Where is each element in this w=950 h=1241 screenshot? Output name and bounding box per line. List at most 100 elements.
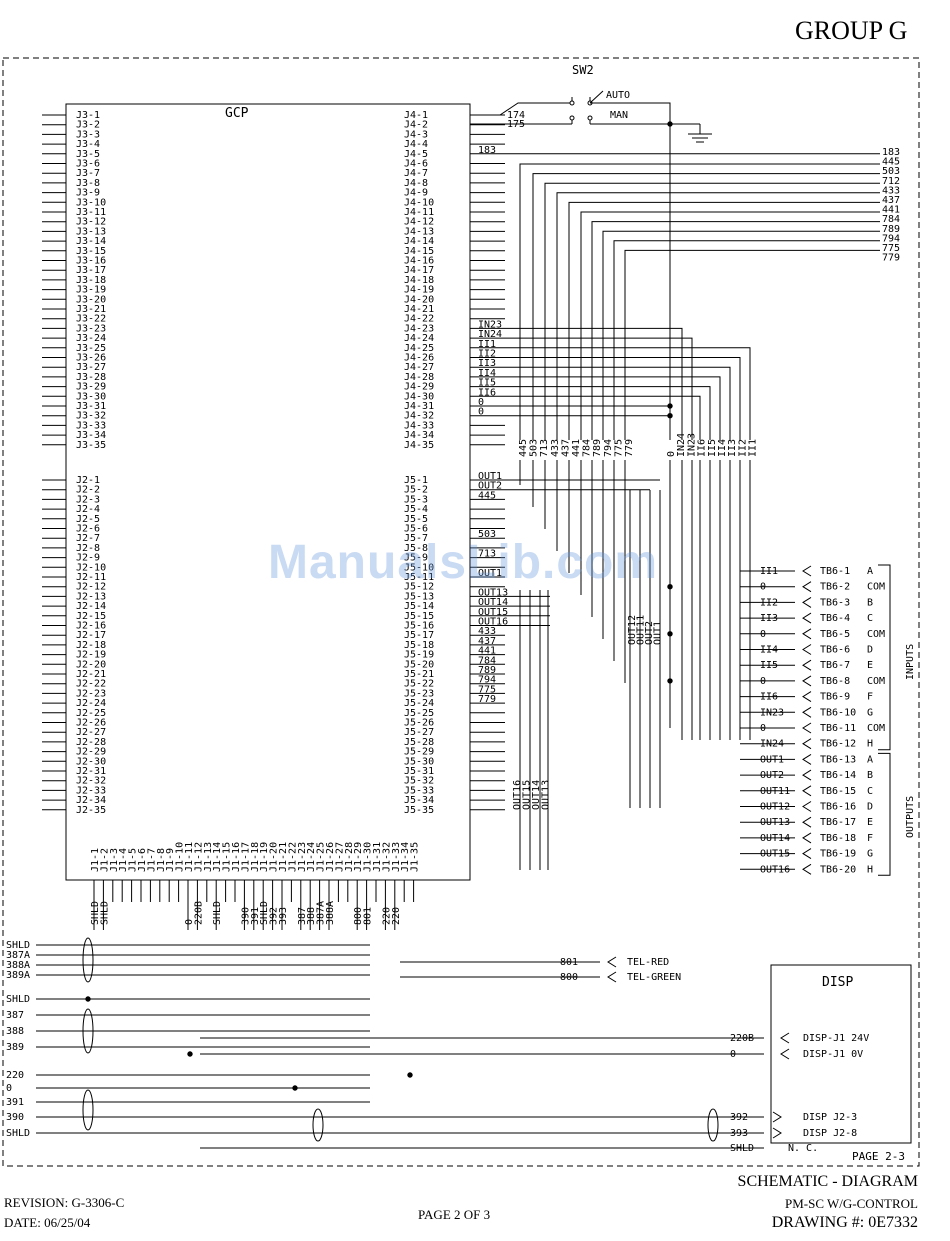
wire-label-j5: 789 [478, 665, 496, 676]
tb6-terminal: TB6-19 [820, 849, 856, 860]
wire-label-j1: 393 [278, 907, 289, 925]
switch-contact [569, 115, 575, 121]
pin-label-j1: J1-7 [146, 848, 157, 872]
bus-label: IN23 [686, 433, 697, 457]
pin-label-j5: J5-27 [404, 727, 434, 738]
pin-label-j3: J3-35 [76, 440, 106, 451]
wire [499, 102, 572, 116]
pin-label-j3: J3-4 [76, 139, 100, 150]
tb6-wire: OUT16 [760, 864, 790, 875]
pin-label-j5: J5-3 [404, 494, 428, 505]
pin-label-j4: J4-25 [404, 343, 434, 354]
pin-label-j2: J2-22 [76, 679, 106, 690]
inputs-label: INPUTS [905, 644, 916, 680]
pin-label-j5: J5-5 [404, 514, 428, 525]
pin-label-j3: J3-34 [76, 430, 106, 441]
tb6-terminal: TB6-20 [820, 864, 856, 875]
wire-label-j4: IN23 [478, 319, 502, 330]
page-code: PAGE 2-3 [852, 1150, 905, 1163]
wire-label-j4: II3 [478, 358, 496, 369]
wire-label-j5: 441 [478, 646, 496, 657]
pin-label-j2: J2-7 [76, 533, 100, 544]
pin-label-j5: J5-35 [404, 805, 434, 816]
wire-label-j1: SHLD [99, 901, 110, 925]
pin-label-j1: J1-24 [306, 842, 317, 872]
left-cable-label: SHLD [6, 940, 30, 951]
right-wire-label: 441 [882, 205, 900, 216]
pin-label-j4: J4-14 [404, 236, 434, 247]
wire-label-j1: 220B [193, 901, 204, 925]
pin-label-j5: J5-12 [404, 582, 434, 593]
wire [505, 327, 683, 440]
wire-label-j1: 801 [363, 907, 374, 925]
pin-label-j1: J1-16 [231, 842, 242, 872]
bus-label: 779 [624, 439, 635, 457]
tb6-signal: COM [867, 629, 885, 640]
tb6-wire: 0 [760, 676, 766, 687]
junction-dot [667, 584, 673, 590]
bus-label: 437 [560, 439, 571, 457]
bus-label: 441 [571, 439, 582, 457]
connector-chevron [802, 675, 812, 687]
pin-label-j5: J5-29 [404, 747, 434, 758]
pin-label-j1: J1-10 [175, 842, 186, 872]
junction-dot [667, 631, 673, 637]
pin-label-j1: J1-29 [353, 842, 364, 872]
out-bus-label: OUT15 [522, 780, 533, 810]
wire-label-j4: 0 [478, 397, 484, 408]
wire [624, 249, 880, 440]
left-cable-label: 389A [6, 970, 30, 981]
pin-label-j3: J3-16 [76, 256, 106, 267]
wire [505, 357, 741, 440]
schematic-title: SCHEMATIC - DIAGRAM [737, 1173, 918, 1190]
connector-chevron [802, 753, 812, 765]
right-wire-label: 794 [882, 233, 900, 244]
tb6-wire: OUT13 [760, 817, 790, 828]
pin-label-j4: J4-27 [404, 362, 434, 373]
shield-twist [312, 1108, 324, 1142]
tb6-signal: D [867, 645, 873, 656]
pin-label-j5: J5-9 [404, 553, 428, 564]
wire-label-j4: 0 [478, 407, 484, 418]
pin-label-j1: J1-26 [325, 842, 336, 872]
tel-wire: 801 [560, 957, 578, 968]
pin-label-j1: J1-17 [240, 842, 251, 872]
pin-label-j3: J3-20 [76, 294, 106, 305]
bus-label: II6 [697, 439, 708, 457]
schematic-subtitle: PM-SC W/G-CONTROL [784, 1196, 918, 1211]
right-wire-label: 775 [882, 243, 900, 254]
pin-label-j2: J2-10 [76, 562, 106, 573]
tb6-terminal: TB6-14 [820, 770, 856, 781]
tb6-wire: IN23 [760, 707, 784, 718]
tb6-signal: G [867, 707, 873, 718]
pin-label-j3: J3-32 [76, 411, 106, 422]
pin-label-j2: J2-24 [76, 698, 106, 709]
shield-twist [82, 1089, 94, 1131]
wire-label-j5: 775 [478, 684, 496, 695]
connector-chevron [607, 971, 617, 983]
drawing-number: DRAWING #: 0E7332 [771, 1214, 918, 1231]
pin-label-j1: J1-18 [250, 842, 261, 872]
pin-label-j5: J5-26 [404, 718, 434, 729]
arrow-head [772, 1127, 782, 1139]
pin-label-j1: J1-23 [297, 842, 308, 872]
connector-chevron [802, 722, 812, 734]
tb6-wire: II5 [760, 660, 778, 671]
pin-label-j5: J5-32 [404, 776, 434, 787]
tb6-wire: 0 [760, 582, 766, 593]
pin-label-j2: J2-26 [76, 718, 106, 729]
switch-blade [589, 90, 604, 104]
wire [505, 366, 731, 440]
junction-dot [292, 1085, 298, 1091]
connector-chevron [802, 659, 812, 671]
wire-label-j5: OUT1 [478, 568, 502, 579]
connector-chevron [780, 1032, 790, 1044]
drawing-border [2, 57, 920, 1167]
pin-label-j2: J2-28 [76, 737, 106, 748]
wire-label: 175 [507, 119, 525, 130]
junction-dot [85, 996, 91, 1002]
pin-label-j5: J5-33 [404, 785, 434, 796]
wire [878, 564, 891, 751]
tb6-terminal: TB6-3 [820, 597, 850, 608]
tb6-terminal: TB6-17 [820, 817, 856, 828]
